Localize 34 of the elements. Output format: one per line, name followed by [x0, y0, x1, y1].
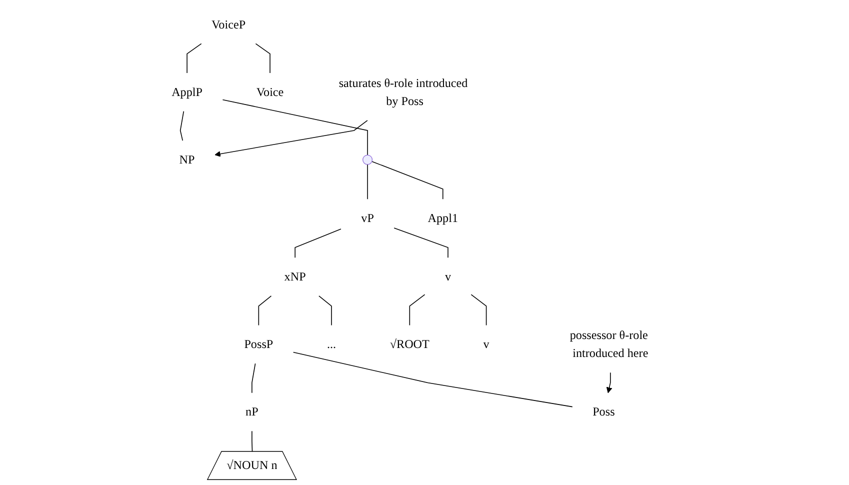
node-text: Voice [256, 85, 284, 99]
node-text: vP [361, 211, 374, 225]
node-text: ... [326, 337, 336, 351]
connector [394, 228, 448, 258]
arrow [214, 120, 368, 157]
node-text: v [444, 270, 451, 284]
node-text: √ROOT [390, 337, 430, 351]
node-text: v [483, 337, 490, 351]
connector [470, 294, 487, 326]
node-text: xNP [284, 270, 306, 284]
node-text: NP [179, 152, 195, 166]
node-text: saturates θ-role introduced by Poss [338, 76, 468, 108]
connector [371, 161, 444, 200]
node-text: VoiceP [211, 17, 246, 31]
connector [186, 43, 202, 74]
connector [180, 110, 184, 141]
node-text: possessor θ-role introduced here [570, 328, 648, 360]
connector [294, 228, 342, 258]
node-point [362, 154, 372, 165]
node-text: Appl1 [428, 211, 458, 225]
node-text: Poss [592, 404, 615, 418]
node-text: ApplP [171, 85, 202, 99]
connector [318, 296, 332, 326]
node-text: nP [245, 404, 258, 418]
arrow [606, 372, 612, 394]
connector [292, 352, 573, 408]
connector [367, 164, 368, 200]
connector [409, 294, 426, 326]
connector [251, 363, 256, 394]
connector [255, 43, 270, 74]
connector [222, 99, 368, 156]
node-text: PossP [244, 337, 274, 351]
connector [258, 296, 272, 326]
connector [251, 430, 253, 452]
